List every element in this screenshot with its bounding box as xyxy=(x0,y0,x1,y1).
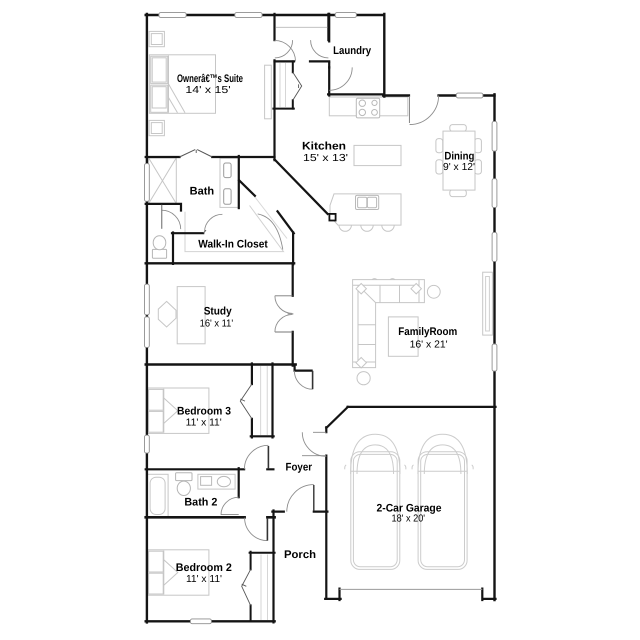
svg-text:15' x 13': 15' x 13' xyxy=(303,153,348,164)
svg-text:11' x 11': 11' x 11' xyxy=(186,574,222,585)
svg-text:Walk-In Closet: Walk-In Closet xyxy=(198,238,268,250)
svg-text:Kitchen: Kitchen xyxy=(302,141,346,153)
svg-text:16' x 11': 16' x 11' xyxy=(200,318,234,329)
svg-text:Foyer: Foyer xyxy=(286,461,313,473)
svg-text:18' x 20': 18' x 20' xyxy=(392,514,426,525)
svg-text:Bath: Bath xyxy=(190,186,215,198)
svg-text:16' x 21': 16' x 21' xyxy=(410,339,448,350)
svg-text:9' x 12': 9' x 12' xyxy=(443,162,475,173)
svg-text:Bedroom 2: Bedroom 2 xyxy=(176,562,232,574)
svg-text:Bedroom 3: Bedroom 3 xyxy=(177,406,231,418)
svg-text:Study: Study xyxy=(204,306,233,318)
svg-text:Bath 2: Bath 2 xyxy=(184,497,217,509)
svg-text:11' x 11': 11' x 11' xyxy=(186,418,222,429)
svg-text:14' x 15': 14' x 15' xyxy=(185,85,230,96)
svg-text:Porch: Porch xyxy=(284,549,316,561)
svg-text:Ownerâ€™s Suite: Ownerâ€™s Suite xyxy=(177,73,243,85)
svg-text:FamilyRoom: FamilyRoom xyxy=(398,326,457,338)
svg-text:2-Car Garage: 2-Car Garage xyxy=(377,502,442,514)
svg-text:Laundry: Laundry xyxy=(333,45,372,57)
svg-text:Dining: Dining xyxy=(444,150,474,162)
